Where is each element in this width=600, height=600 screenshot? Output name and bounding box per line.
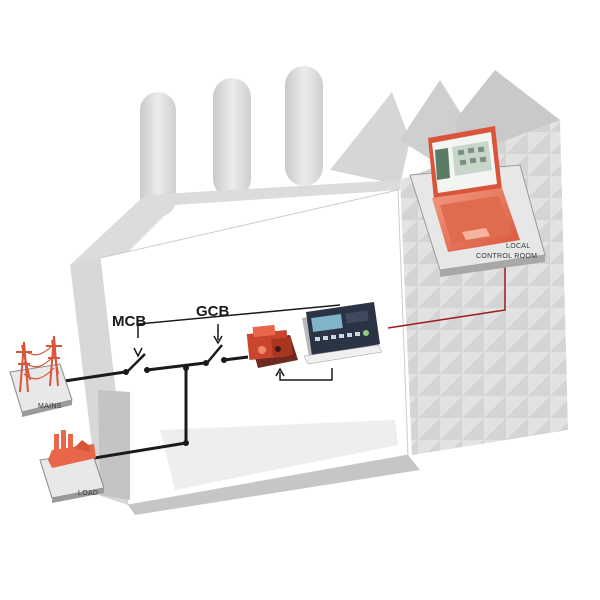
- mcb-label: MCB: [112, 313, 146, 330]
- factory-floor: [128, 455, 420, 515]
- power-pylon-icon: [16, 335, 62, 393]
- comm-link: [387, 262, 506, 329]
- mains-label: MAINS: [38, 403, 62, 410]
- laptop-icon: [428, 126, 520, 252]
- chimneys: [140, 66, 323, 217]
- gcb-label: GCB: [196, 303, 230, 320]
- factory-entry-step: [98, 390, 130, 500]
- wiring-junctions: [123, 357, 227, 446]
- factory-inner-room: [160, 420, 398, 490]
- factory-top-ledge: [70, 180, 400, 265]
- control-room-label-line1: LOCAL: [506, 243, 530, 250]
- genset-icon: [246, 324, 298, 368]
- load-label: LOAD: [78, 490, 98, 497]
- factory-load-icon: [48, 430, 96, 468]
- genset-controller-icon: [302, 302, 383, 365]
- control-room-label-line2: CONTROL ROOM: [476, 253, 537, 260]
